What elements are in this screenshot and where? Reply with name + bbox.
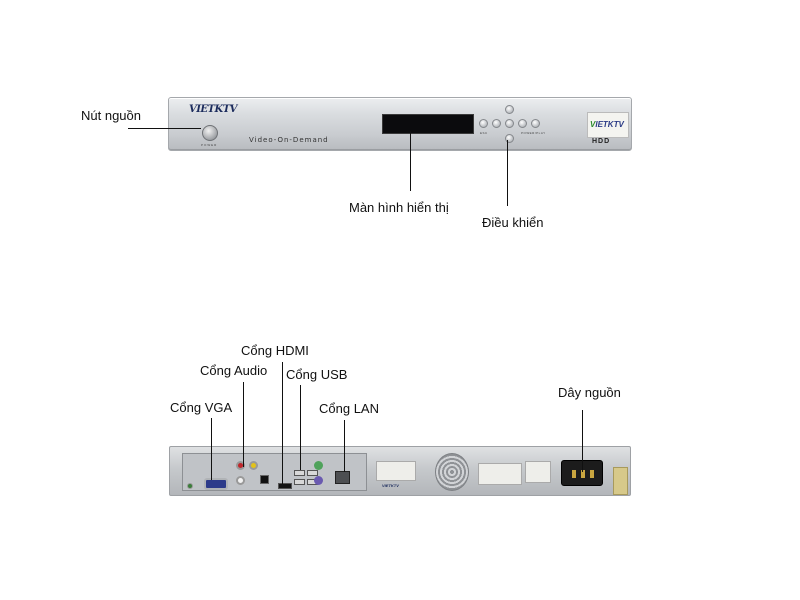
leader-display [410, 131, 411, 191]
navigation-button-icon [505, 105, 514, 114]
barcode-sticker [478, 463, 522, 485]
spec-sticker [525, 461, 551, 483]
label-power-button: Nút nguồn [81, 108, 141, 123]
back-brand-logo: VIETKTV [382, 483, 399, 488]
model-text: Video-On-Demand [249, 136, 329, 144]
label-usb-port: Cổng USB [286, 367, 348, 382]
fan-icon [435, 453, 469, 491]
navigation-button-icon [505, 119, 514, 128]
label-power-cord: Dây nguồn [558, 385, 621, 400]
hdmi-port-icon [278, 483, 292, 489]
leader-hdmi-port [282, 362, 283, 484]
power-button-icon [202, 125, 218, 141]
rca-port-icon [236, 461, 245, 470]
side-sticker [613, 467, 628, 495]
socket-pin [572, 470, 576, 478]
leader-audio-port [243, 382, 244, 467]
usb-port-icon [307, 470, 318, 476]
power-text: POWER [201, 143, 218, 147]
navigation-button-icon [492, 119, 501, 128]
navigation-button-icon [479, 119, 488, 128]
socket-pin [581, 470, 585, 478]
nav-label-left: ESC [480, 131, 488, 135]
badge-logo: VIETKTV [590, 120, 624, 129]
warning-sticker [376, 461, 416, 481]
ps2-port-icon [314, 476, 323, 485]
hdd-text: HDD [592, 138, 611, 145]
usb-port-icon [294, 470, 305, 476]
label-hdmi-port: Cổng HDMI [241, 343, 309, 358]
leader-vga-port [211, 418, 212, 480]
vga-port-icon [204, 478, 228, 490]
front-brand-logo: VIETKTV [189, 104, 237, 115]
label-vga-port: Cổng VGA [170, 400, 233, 415]
front-panel-image: VIETKTV POWER Video-On-Demand ESC POWER/… [168, 97, 632, 151]
leader-power-cord [582, 410, 583, 472]
label-display: Màn hình hiển thị [349, 200, 449, 215]
nav-label-right: POWER/PLAY [521, 131, 546, 135]
navigation-button-icon [505, 134, 514, 143]
rca-port-icon [236, 476, 245, 485]
navigation-button-icon [518, 119, 527, 128]
socket-pin [590, 470, 594, 478]
brand-badge: VIETKTV [587, 112, 629, 138]
rca-port-icon [249, 461, 258, 470]
usb-port-icon [294, 479, 305, 485]
leader-power-button [128, 128, 201, 129]
ground-jack-icon [187, 483, 193, 489]
ps2-port-icon [314, 461, 323, 470]
lan-port-icon [335, 471, 350, 484]
label-controls: Điều khiển [482, 215, 544, 230]
label-lan-port: Cổng LAN [319, 401, 379, 416]
back-panel-image: VIETKTV [169, 446, 631, 496]
leader-lan-port [344, 420, 345, 472]
lcd-display-icon [382, 114, 474, 134]
leader-usb-port [300, 385, 301, 470]
leader-controls [507, 140, 508, 206]
optical-port-icon [260, 475, 269, 484]
navigation-button-icon [531, 119, 540, 128]
label-audio-port: Cổng Audio [200, 363, 268, 378]
